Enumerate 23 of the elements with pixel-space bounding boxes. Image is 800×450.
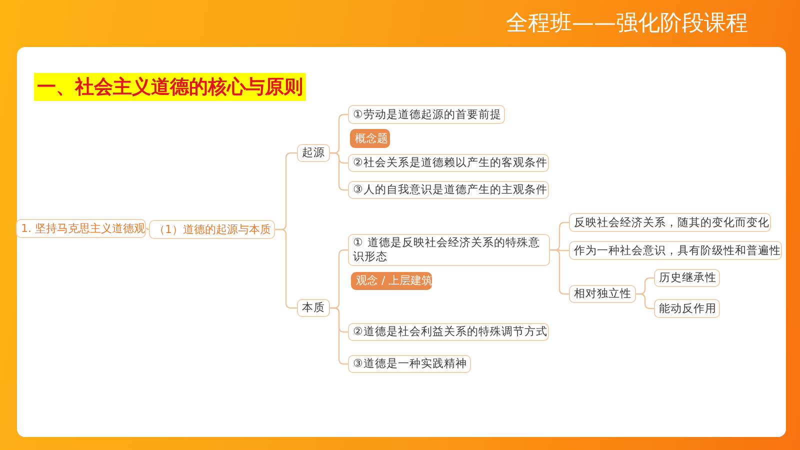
topic-box: 相对独立性: [569, 285, 636, 303]
course-title: 全程班——强化阶段课程: [506, 10, 748, 38]
connector-line: [636, 293, 654, 310]
topic-box: ③道德是一种实践精神: [348, 355, 471, 373]
topic-box: ②道德是社会利益关系的特殊调节方式: [348, 323, 549, 341]
tag-label: 观念 / 上层建筑: [351, 272, 432, 290]
topic-box: 历史继承性: [654, 269, 720, 287]
topic-box: 能动反作用: [654, 299, 720, 318]
topic-box: 作为一种社会意识，具有阶级性和普遍性: [569, 241, 782, 260]
topic-box: ③人的自我意识是道德产生的主观条件: [348, 181, 549, 199]
topic-box: 本质: [297, 299, 330, 317]
section-title: 一、社会主义道德的核心与原则: [34, 73, 306, 101]
connector-line: [330, 152, 348, 191]
connector-line: [550, 249, 569, 295]
connector-line: [330, 307, 348, 365]
topic-box: 起源: [297, 144, 330, 162]
topic-box: 1. 坚持马克思主义道德观: [16, 219, 146, 238]
topic-box: ①劳动是道德起源的首要前提: [348, 105, 505, 124]
topic-box: ②社会关系是道德赖以产生的客观条件: [348, 154, 549, 172]
topic-box: （1）道德的起源与本质: [149, 220, 275, 239]
tag-label: 概念题: [350, 129, 390, 148]
topic-box: ① 道德是反映社会经济关系的特殊意识形态: [348, 234, 550, 266]
topic-box: 反映社会经济关系，随其的变化而变化: [569, 213, 771, 232]
